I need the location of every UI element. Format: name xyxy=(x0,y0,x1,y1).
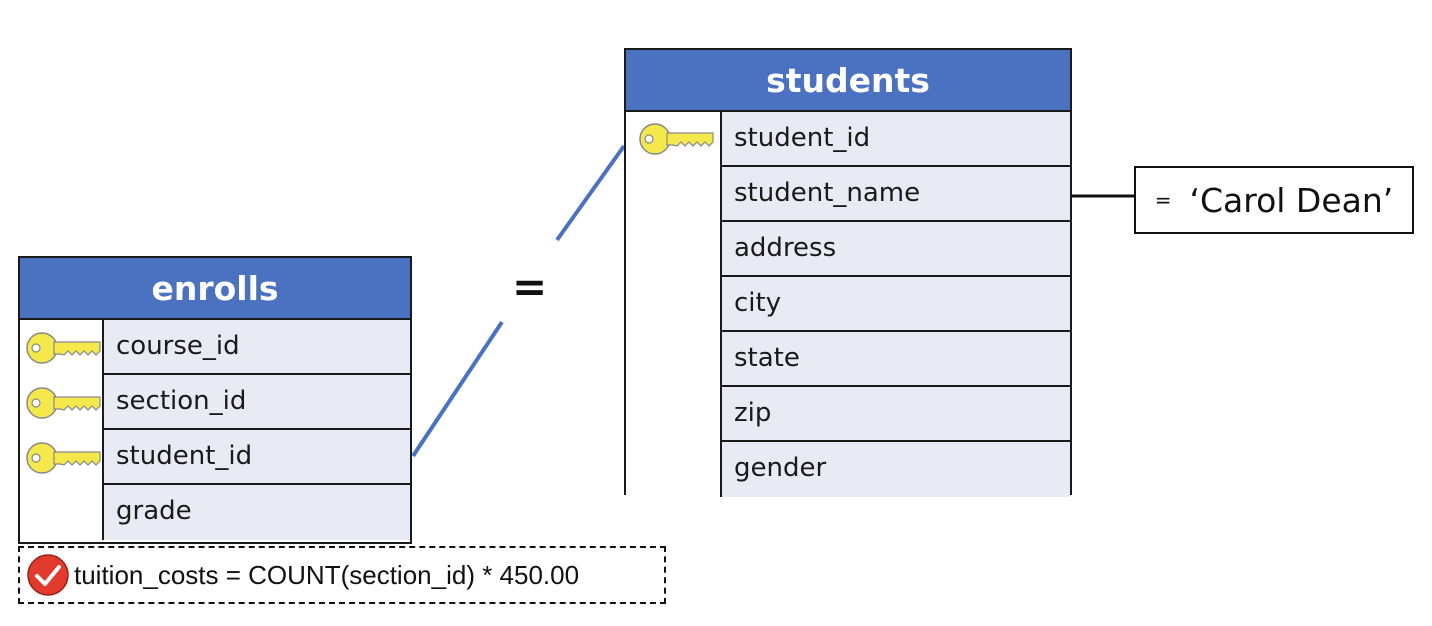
field-course-id: course_id xyxy=(104,320,410,375)
enrolls-table-body: course_id section_id student_id grade xyxy=(20,320,410,540)
enrolls-table-title: enrolls xyxy=(20,258,410,320)
field-zip: zip xyxy=(722,387,1070,442)
field-grade: grade xyxy=(104,485,410,540)
field-state: state xyxy=(722,332,1070,387)
filter-value: ‘Carol Dean’ xyxy=(1189,180,1394,220)
field-student-id: student_id xyxy=(104,430,410,485)
students-field-column: student_id student_name address city sta… xyxy=(722,112,1070,497)
students-table-body: student_id student_name address city sta… xyxy=(626,112,1070,497)
key-icon xyxy=(639,123,714,155)
filter-operator: = xyxy=(1154,188,1172,212)
filter-condition-box: = ‘Carol Dean’ xyxy=(1134,166,1414,234)
field-section-id: section_id xyxy=(104,375,410,430)
field-city: city xyxy=(722,277,1070,332)
enrolls-table: enrolls course_id section_id student_id … xyxy=(18,256,412,544)
field-address: address xyxy=(722,222,1070,277)
students-key-column xyxy=(626,112,722,497)
students-table: students student_id student_name address… xyxy=(624,48,1072,497)
field-student-name: student_name xyxy=(722,167,1070,222)
key-icon xyxy=(26,387,101,419)
key-icon xyxy=(26,332,101,364)
join-line-lower xyxy=(411,320,504,458)
key-icon xyxy=(26,442,101,474)
field-gender: gender xyxy=(722,442,1070,497)
calculated-field-box: tuition_costs = COUNT(section_id) * 450.… xyxy=(18,546,666,604)
calculated-field-expression: tuition_costs = COUNT(section_id) * 450.… xyxy=(74,559,580,590)
enrolls-field-column: course_id section_id student_id grade xyxy=(104,320,410,540)
join-line-upper xyxy=(555,144,626,242)
join-operator: = xyxy=(512,262,548,311)
field-student-id: student_id xyxy=(722,112,1070,167)
students-table-title: students xyxy=(626,50,1070,112)
check-icon xyxy=(27,554,69,596)
